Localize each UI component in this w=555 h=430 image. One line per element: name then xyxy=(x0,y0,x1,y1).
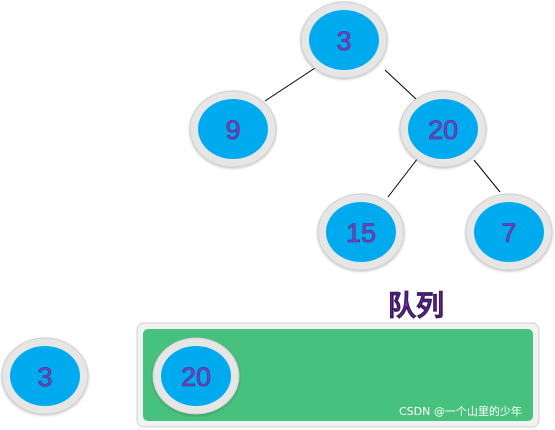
tree-node-right-label: 20 xyxy=(428,115,458,145)
edge-right-rightleft xyxy=(387,157,419,198)
queue-item-label: 20 xyxy=(181,362,211,392)
tree-node-right: 20 xyxy=(399,90,487,168)
dequeued-node-label: 3 xyxy=(37,362,52,392)
edge-root-left xyxy=(264,67,316,102)
dequeued-node: 3 xyxy=(1,337,89,415)
tree-node-right-right-label: 7 xyxy=(501,218,516,248)
queue-item-0: 20 xyxy=(152,337,240,415)
queue-box xyxy=(136,322,540,428)
tree-node-right-left: 15 xyxy=(317,193,405,271)
tree-node-left-label: 9 xyxy=(225,115,240,145)
queue-title: 队列 xyxy=(388,289,444,322)
tree-edges xyxy=(264,67,501,198)
tree-node-root: 3 xyxy=(300,1,388,79)
watermark-text: CSDN @一个山里的少年 xyxy=(399,404,522,418)
tree-node-left: 9 xyxy=(189,90,277,168)
tree-node-root-label: 3 xyxy=(336,26,351,56)
tree-node-right-left-label: 15 xyxy=(346,218,376,248)
tree-node-right-right: 7 xyxy=(465,193,553,271)
edge-root-right xyxy=(384,69,417,100)
edge-right-rightright xyxy=(473,159,501,193)
